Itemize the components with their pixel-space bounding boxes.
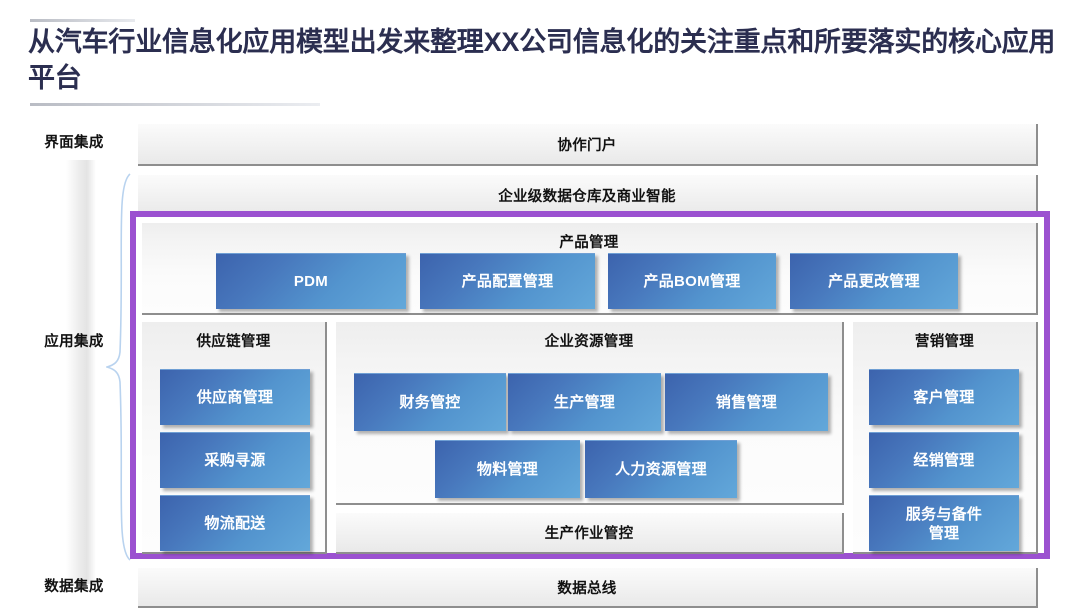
tile-human-resource-management-label: 人力资源管理 [615,461,707,478]
axis-label-application-integration: 应用集成 [44,334,104,350]
tile-product-configuration[interactable]: 产品配置管理 [420,253,595,309]
tile-material-management[interactable]: 物料管理 [435,440,580,498]
title-rule-top [30,19,135,22]
axis-label-data-integration: 数据集成 [44,579,104,595]
tile-procurement-sourcing[interactable]: 采购寻源 [160,432,310,488]
tile-production-management[interactable]: 生产管理 [508,373,661,431]
tile-supplier-management[interactable]: 供应商管理 [160,369,310,425]
integration-axis-band [66,160,96,584]
layer-bar-data-warehouse-bi-label: 企业级数据仓库及商业智能 [498,188,676,205]
group-marketing-management-title: 营销管理 [914,334,975,350]
tile-logistics-distribution-label: 物流配送 [204,515,266,532]
tile-dealer-management-label: 经销管理 [913,452,975,469]
tile-customer-management-label: 客户管理 [913,389,975,406]
tile-customer-management[interactable]: 客户管理 [869,369,1019,425]
tile-finance-control[interactable]: 财务管控 [354,373,506,431]
tile-product-change[interactable]: 产品更改管理 [790,253,958,309]
tile-procurement-sourcing-label: 采购寻源 [204,452,266,469]
tile-product-change-label: 产品更改管理 [828,273,920,290]
axis-label-interface-integration: 界面集成 [44,135,104,151]
tile-product-bom[interactable]: 产品BOM管理 [608,253,776,309]
tile-material-management-label: 物料管理 [476,461,539,478]
layer-bar-data-bus-label: 数据总线 [557,580,617,597]
tile-production-management-label: 生产管理 [553,394,616,411]
group-supply-chain-title: 供应链管理 [196,334,271,350]
application-integration-brace [106,173,131,561]
tile-pdm-label: PDM [293,273,329,290]
tile-service-and-parts-management[interactable]: 服务与备件 管理 [869,495,1019,551]
tile-pdm[interactable]: PDM [216,253,406,309]
layer-bar-production-execution-label: 生产作业管控 [544,526,634,542]
tile-product-bom-label: 产品BOM管理 [643,273,741,290]
group-product-management-title: 产品管理 [559,235,619,251]
title-rule-bottom [30,103,320,106]
layer-bar-production-execution[interactable]: 生产作业管控 [336,513,844,554]
layer-bar-data-bus[interactable]: 数据总线 [138,568,1038,608]
tile-finance-control-label: 财务管控 [399,394,461,411]
tile-dealer-management[interactable]: 经销管理 [869,432,1019,488]
layer-bar-data-warehouse-bi[interactable]: 企业级数据仓库及商业智能 [138,175,1038,217]
tile-sales-management-label: 销售管理 [715,394,778,411]
page-title: 从汽车行业信息化应用模型出发来整理XX公司信息化的关注重点和所要落实的核心应用平… [28,27,1056,93]
tile-supplier-management-label: 供应商管理 [196,389,274,406]
tile-human-resource-management[interactable]: 人力资源管理 [585,440,737,498]
group-enterprise-resource-management-title: 企业资源管理 [544,334,634,350]
tile-sales-management[interactable]: 销售管理 [665,373,828,431]
layer-bar-collaboration-portal[interactable]: 协作门户 [138,124,1038,166]
layer-bar-collaboration-portal-label: 协作门户 [557,137,617,154]
tile-service-and-parts-management-label: 服务与备件 管理 [905,505,983,542]
tile-product-configuration-label: 产品配置管理 [461,273,554,290]
tile-logistics-distribution[interactable]: 物流配送 [160,495,310,551]
